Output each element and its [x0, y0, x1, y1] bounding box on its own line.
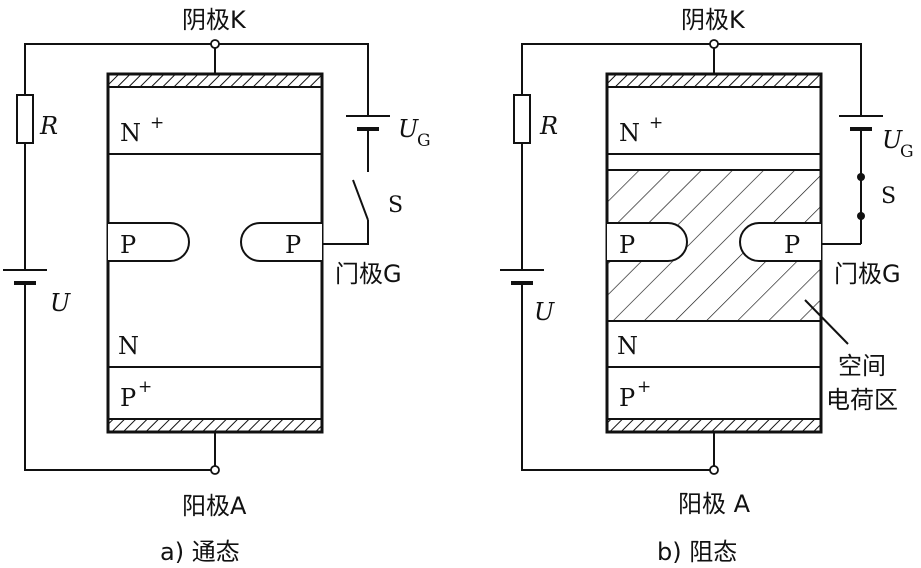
- wire-switch-to-gate: [322, 220, 369, 245]
- source-label: U: [50, 289, 71, 317]
- region-label-n-plus: N: [619, 119, 640, 147]
- cathode-metal-contact: [107, 73, 323, 88]
- anode-metal-contact: [107, 418, 323, 433]
- p-region-left: [108, 222, 190, 262]
- gate-source-label: U: [398, 115, 419, 143]
- resistor-label: R: [539, 112, 558, 140]
- cathode-label: 阴极K: [681, 6, 746, 34]
- wire-cathode-to-resistor: [24, 43, 211, 95]
- resistor: [513, 94, 531, 144]
- region-label-p-left: P: [619, 231, 635, 259]
- caption-b: b) 阻态: [657, 538, 737, 566]
- cathode-terminal: [709, 39, 719, 49]
- region-label-p-plus: P: [619, 384, 635, 412]
- gate-source-subscript: G: [900, 142, 914, 162]
- region-label-p-left: P: [120, 231, 136, 259]
- p-region-left: [607, 222, 688, 262]
- cathode-terminal: [210, 39, 220, 49]
- region-label-p-plus-sup: +: [637, 377, 651, 397]
- panel-a-on-state: N + P P N P + 阴极K R U 阳极A U G S: [3, 6, 431, 566]
- space-charge-label-line2: 电荷区: [826, 386, 898, 414]
- anode-terminal: [709, 465, 719, 475]
- wire-cathode-to-gate-source: [718, 43, 862, 116]
- region-label-n-plus-sup: +: [150, 113, 164, 133]
- panel-b-blocking-state: N + P P N P + 阴极K R U 阳极 A U G S: [500, 6, 914, 566]
- anode-label: 阳极A: [182, 492, 247, 520]
- region-label-n: N: [617, 332, 638, 360]
- space-charge-label-line1: 空间: [838, 352, 886, 380]
- gate-label: 门极G: [335, 260, 402, 288]
- cathode-metal-contact: [606, 73, 822, 88]
- wire-cathode-to-gate-source: [219, 43, 369, 116]
- resistor-label: R: [39, 112, 58, 140]
- resistor: [16, 94, 34, 144]
- region-label-p-plus-sup: +: [138, 377, 152, 397]
- region-label-n-plus: N: [120, 119, 141, 147]
- gate-label: 门极G: [834, 260, 901, 288]
- p-region-right: [739, 222, 821, 262]
- switch-contact-bottom: [857, 212, 865, 220]
- cathode-label: 阴极K: [182, 6, 247, 34]
- p-region-right: [240, 222, 322, 262]
- wire-cathode-to-resistor: [521, 43, 710, 95]
- region-label-p-plus: P: [120, 384, 136, 412]
- anode-terminal: [210, 465, 220, 475]
- switch-blade-open: [352, 179, 369, 221]
- wire-source-to-anode: [24, 283, 211, 471]
- caption-a: a) 通态: [160, 538, 240, 566]
- switch-contact-top: [857, 173, 865, 181]
- anode-metal-contact: [606, 418, 822, 433]
- switch-label: S: [881, 184, 896, 209]
- gate-source-label: U: [882, 126, 903, 154]
- anode-label: 阳极 A: [678, 490, 751, 518]
- region-label-p-right: P: [285, 231, 301, 259]
- space-charge-leader-line: [804, 299, 849, 345]
- switch-label: S: [388, 193, 403, 218]
- region-label-n-plus-sup: +: [649, 113, 663, 133]
- source-label: U: [534, 298, 555, 326]
- gate-source-subscript: G: [417, 131, 431, 151]
- region-label-n: N: [118, 332, 139, 360]
- region-label-p-right: P: [784, 231, 800, 259]
- wire-source-to-anode: [521, 283, 710, 471]
